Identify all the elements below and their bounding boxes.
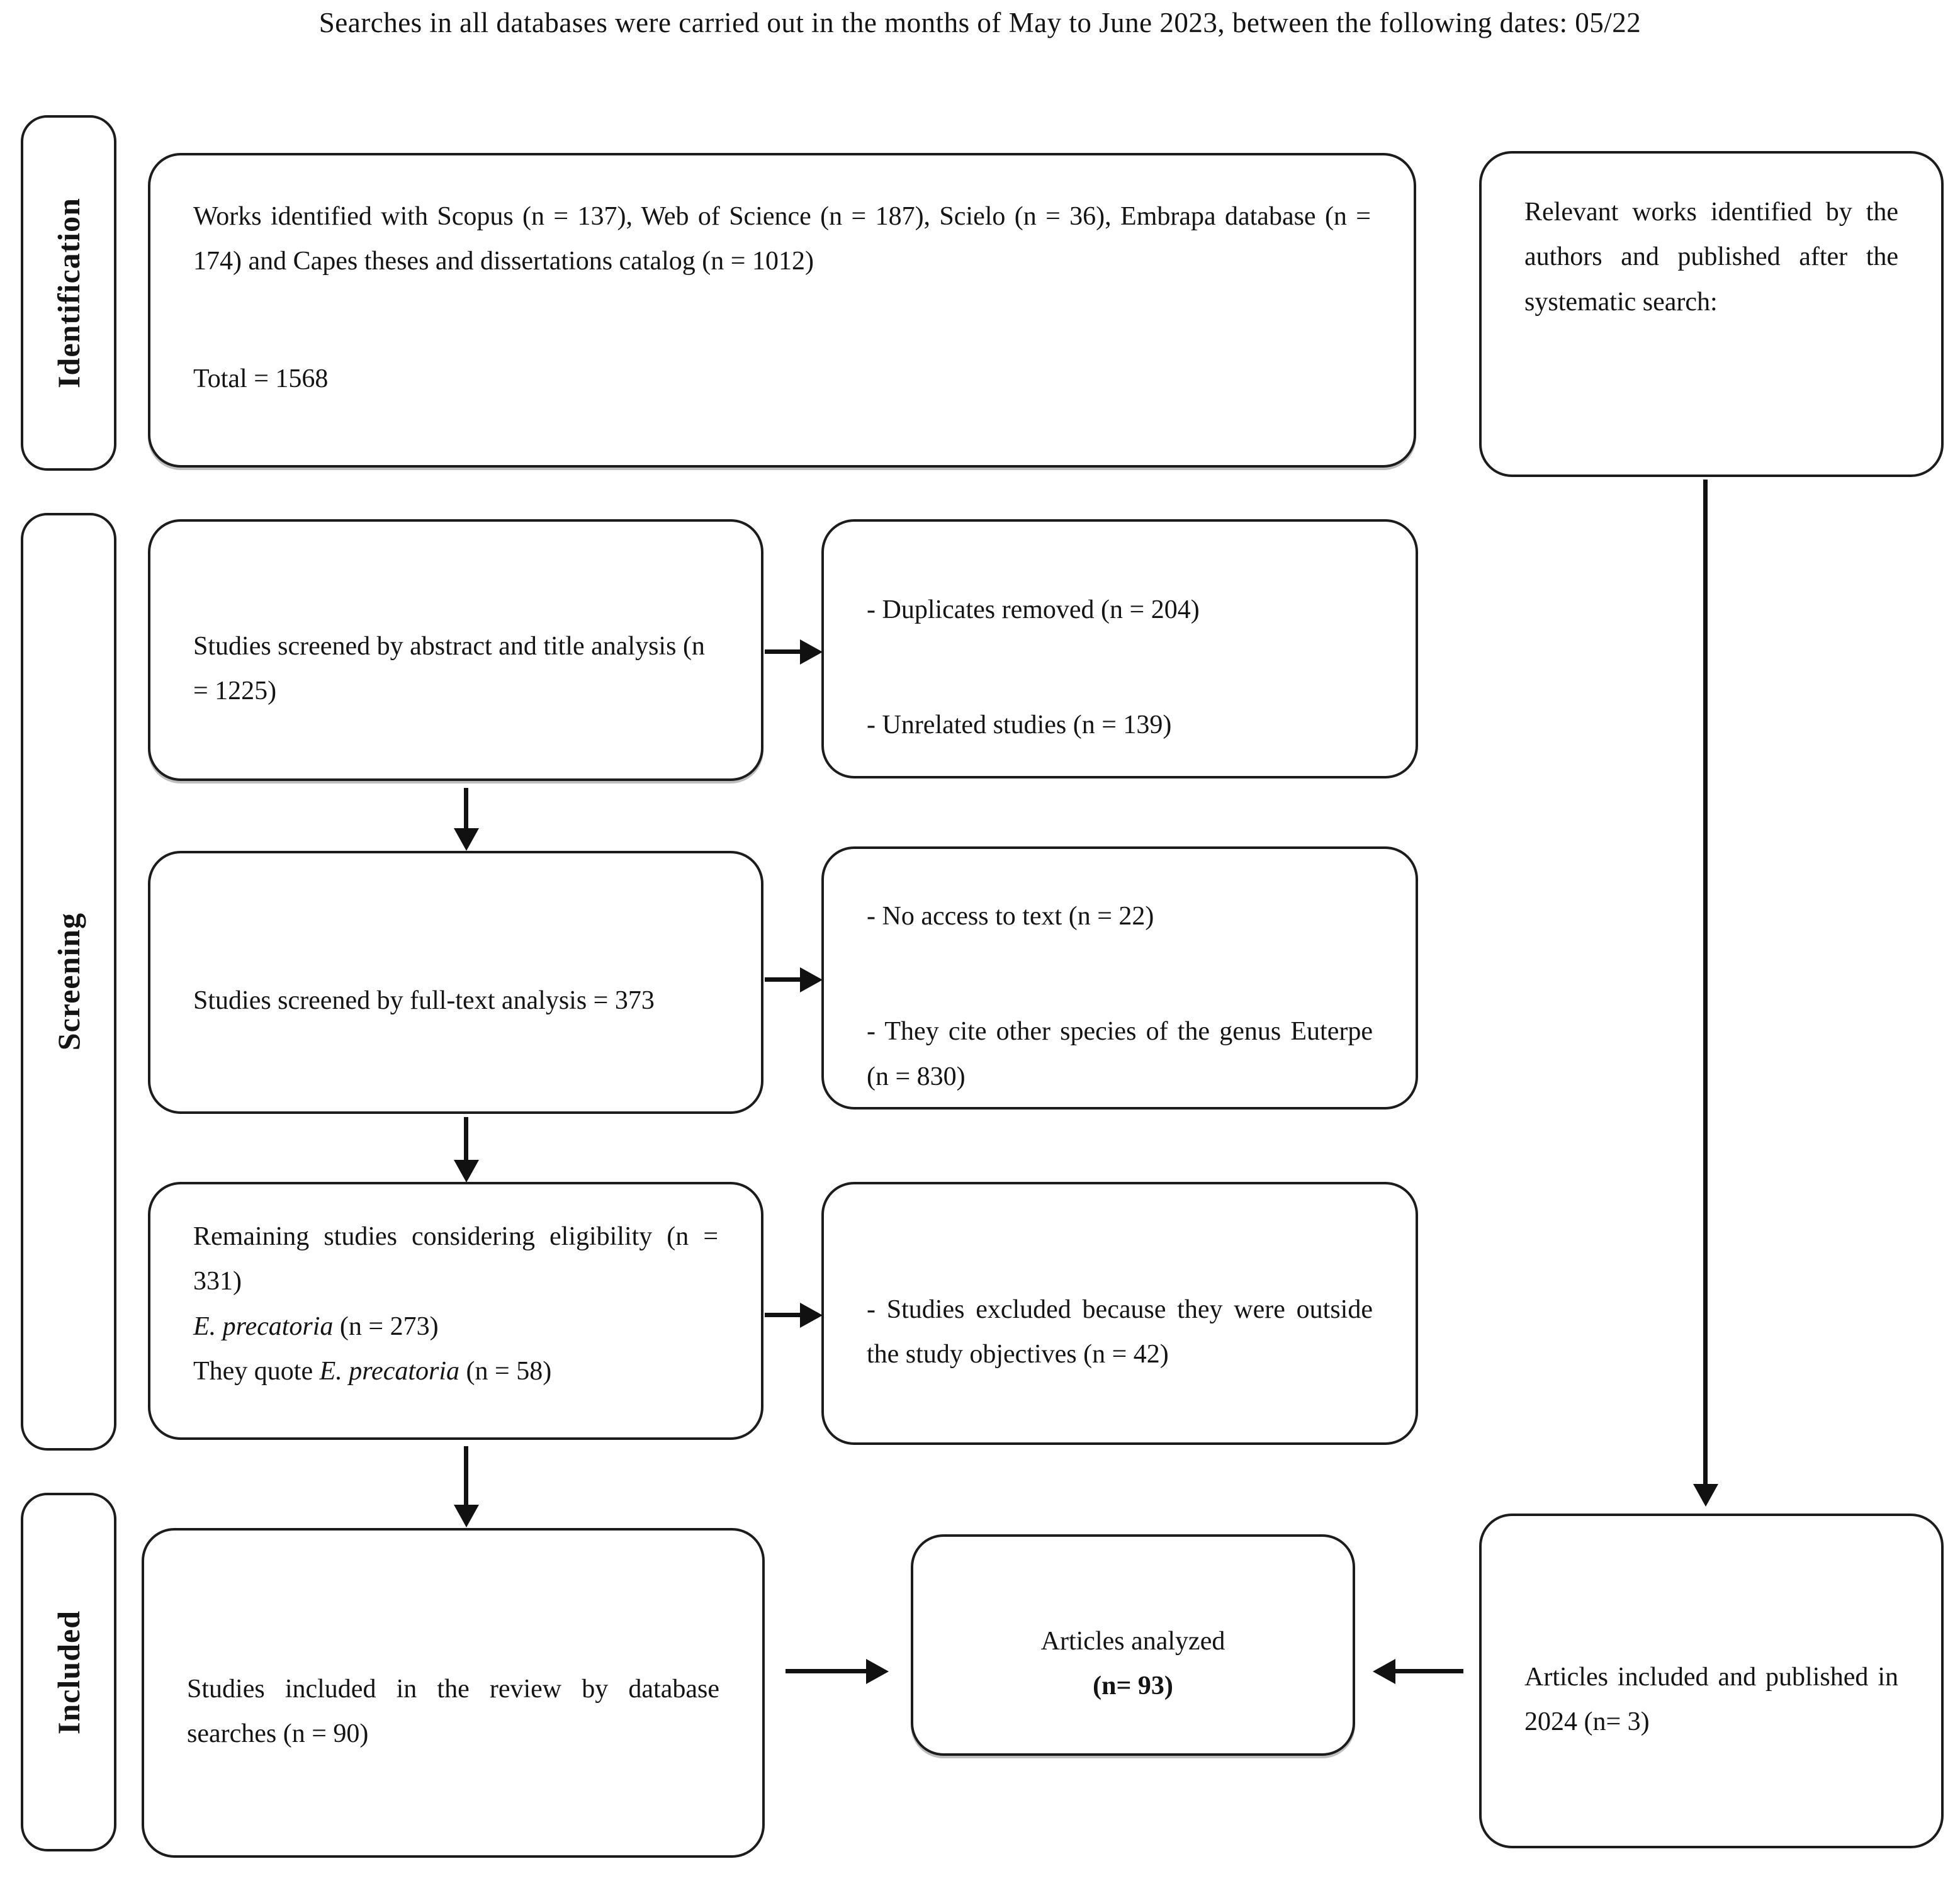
stage-identification: Identification xyxy=(21,115,116,471)
articles-analyzed-title: Articles analyzed xyxy=(1040,1626,1225,1656)
stage-included: Included xyxy=(21,1493,116,1851)
box-relevant-works: Relevant works identified by the authors… xyxy=(1479,151,1944,477)
arrow-included-to-analyzed xyxy=(786,1669,867,1673)
exclusion-objectives-text: - Studies excluded because they were out… xyxy=(867,1295,1373,1369)
stage-screening: Screening xyxy=(21,513,116,1451)
arrow-fulltext-to-exclusions xyxy=(765,977,801,982)
works-identified-text: Works identified with Scopus (n = 137), … xyxy=(193,202,1371,276)
arrow-fulltext-to-eligibility xyxy=(464,1117,468,1161)
stage-identification-label: Identification xyxy=(51,198,86,388)
screened-abstract-text: Studies screened by abstract and title a… xyxy=(193,631,705,705)
box-works-identified: Works identified with Scopus (n = 137), … xyxy=(148,153,1416,468)
works-identified-total: Total = 1568 xyxy=(193,364,329,393)
box-fulltext-exclusions: - No access to text (n = 22) - They cite… xyxy=(821,846,1418,1109)
relevant-works-text: Relevant works identified by the authors… xyxy=(1524,198,1898,317)
box-objective-exclusions: - Studies excluded because they were out… xyxy=(821,1182,1418,1445)
eligibility-line3-count: (n = 58) xyxy=(459,1357,552,1386)
box-published-2024: Articles included and published in 2024 … xyxy=(1479,1514,1944,1848)
box-screened-abstract: Studies screened by abstract and title a… xyxy=(148,519,763,781)
eligibility-line2-species: E. precatoria xyxy=(193,1312,334,1341)
eligibility-line3: They quote E. precatoria (n = 58) xyxy=(193,1349,718,1394)
stage-screening-label: Screening xyxy=(51,913,86,1051)
exclusion-duplicates: - Duplicates removed (n = 204) xyxy=(867,595,1200,624)
arrow-published-to-analyzed xyxy=(1394,1669,1463,1673)
exclusion-no-access: - No access to text (n = 22) xyxy=(867,901,1154,931)
screened-fulltext-text: Studies screened by full-text analysis =… xyxy=(193,986,655,1016)
exclusion-unrelated: - Unrelated studies (n = 139) xyxy=(867,711,1172,739)
exclusion-other-species: - They cite other species of the genus E… xyxy=(867,1017,1373,1091)
articles-analyzed-count: (n= 93) xyxy=(1093,1671,1173,1700)
eligibility-line3-species: E. precatoria xyxy=(319,1357,460,1386)
included-review-text: Studies included in the review by databa… xyxy=(187,1674,719,1748)
eligibility-line3-prefix: They quote xyxy=(193,1357,320,1386)
box-screened-fulltext: Studies screened by full-text analysis =… xyxy=(148,851,763,1114)
arrow-relevant-to-published xyxy=(1703,480,1708,1485)
box-eligibility: Remaining studies considering eligibilit… xyxy=(148,1182,763,1440)
box-articles-analyzed: Articles analyzed (n= 93) xyxy=(911,1534,1355,1756)
box-included-review: Studies included in the review by databa… xyxy=(142,1528,765,1858)
box-abstract-exclusions: - Duplicates removed (n = 204) - Unrelat… xyxy=(821,519,1418,778)
arrow-abstract-to-exclusions xyxy=(765,649,801,654)
eligibility-line1: Remaining studies considering eligibilit… xyxy=(193,1222,718,1296)
eligibility-line2: E. precatoria (n = 273) xyxy=(193,1305,718,1349)
arrow-abstract-to-fulltext xyxy=(464,788,468,829)
stage-included-label: Included xyxy=(51,1610,86,1734)
eligibility-line2-count: (n = 273) xyxy=(333,1312,439,1341)
published-2024-text: Articles included and published in 2024 … xyxy=(1524,1662,1898,1736)
figure-caption: Searches in all databases were carried o… xyxy=(318,7,1642,38)
arrow-eligibility-to-exclusions xyxy=(765,1313,801,1317)
arrow-eligibility-to-included xyxy=(464,1446,468,1506)
